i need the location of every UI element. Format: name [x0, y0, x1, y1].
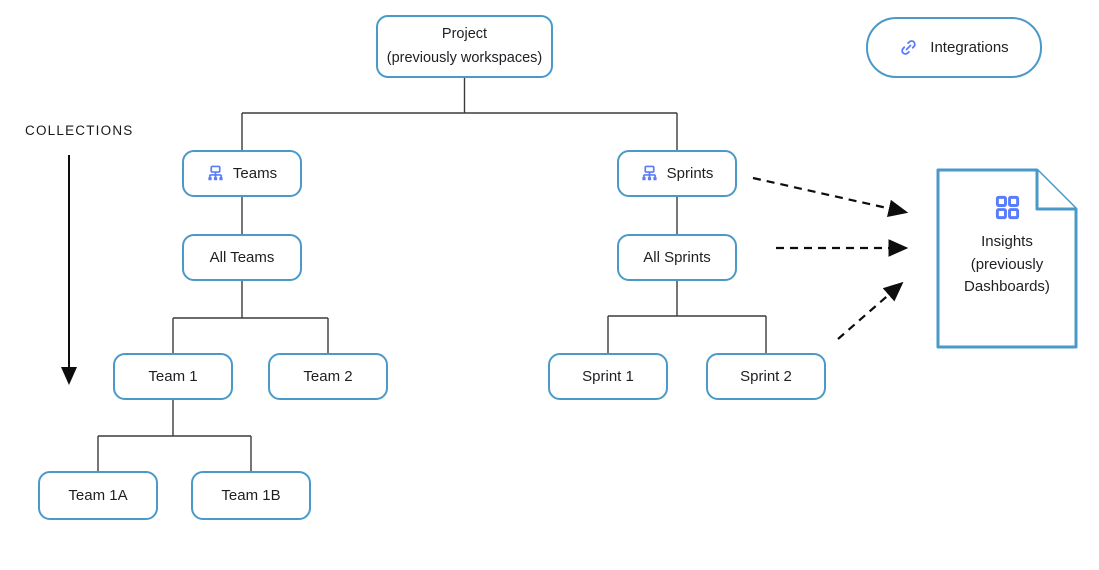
insights-label-line2: (previously	[970, 255, 1044, 273]
all-sprints-label: All Sprints	[643, 249, 711, 266]
node-project: Project (previously workspaces)	[376, 15, 553, 78]
all-teams-label: All Teams	[209, 249, 275, 266]
node-teams: Teams	[182, 150, 302, 197]
node-sprints: Sprints	[617, 150, 737, 197]
insights-label-line3: Dashboards)	[964, 278, 1050, 295]
node-team1: Team 1	[113, 353, 233, 400]
node-all-sprints: All Sprints	[617, 234, 737, 281]
node-team2: Team 2	[268, 353, 388, 400]
arrow-sprint2-to-insights	[837, 281, 904, 340]
team1-label: Team 1	[148, 368, 198, 385]
tree-connectors	[97, 78, 767, 471]
project-label-line1: Project	[441, 26, 488, 43]
node-insights-document: Insights (previously Dashboards)	[936, 168, 1078, 349]
team2-label: Team 2	[303, 368, 353, 385]
arrow-sprints-to-insights	[752, 176, 909, 217]
teams-label: Teams	[232, 165, 278, 182]
link-icon	[899, 38, 918, 57]
org-chart-icon	[641, 165, 658, 182]
node-sprint1: Sprint 1	[548, 353, 668, 400]
integrations-label: Integrations	[930, 39, 1009, 56]
grid-icon	[994, 194, 1021, 221]
node-sprint2: Sprint 2	[706, 353, 826, 400]
node-team1a: Team 1A	[38, 471, 158, 520]
node-all-teams: All Teams	[182, 234, 302, 281]
document-folded-corner-shape	[936, 168, 1078, 349]
node-team1b: Team 1B	[191, 471, 311, 520]
sprint1-label: Sprint 1	[582, 368, 634, 385]
team1b-label: Team 1B	[221, 487, 281, 504]
collections-label: COLLECTIONS	[25, 123, 134, 138]
org-chart-icon	[207, 165, 224, 182]
dashed-arrows-to-insights	[752, 176, 909, 340]
sprint2-label: Sprint 2	[740, 368, 792, 385]
team1a-label: Team 1A	[68, 487, 128, 504]
sprints-label: Sprints	[666, 165, 714, 182]
project-label-line2: (previously workspaces)	[386, 49, 543, 66]
insights-label-line1: Insights	[981, 233, 1033, 250]
node-integrations: Integrations	[866, 17, 1042, 78]
